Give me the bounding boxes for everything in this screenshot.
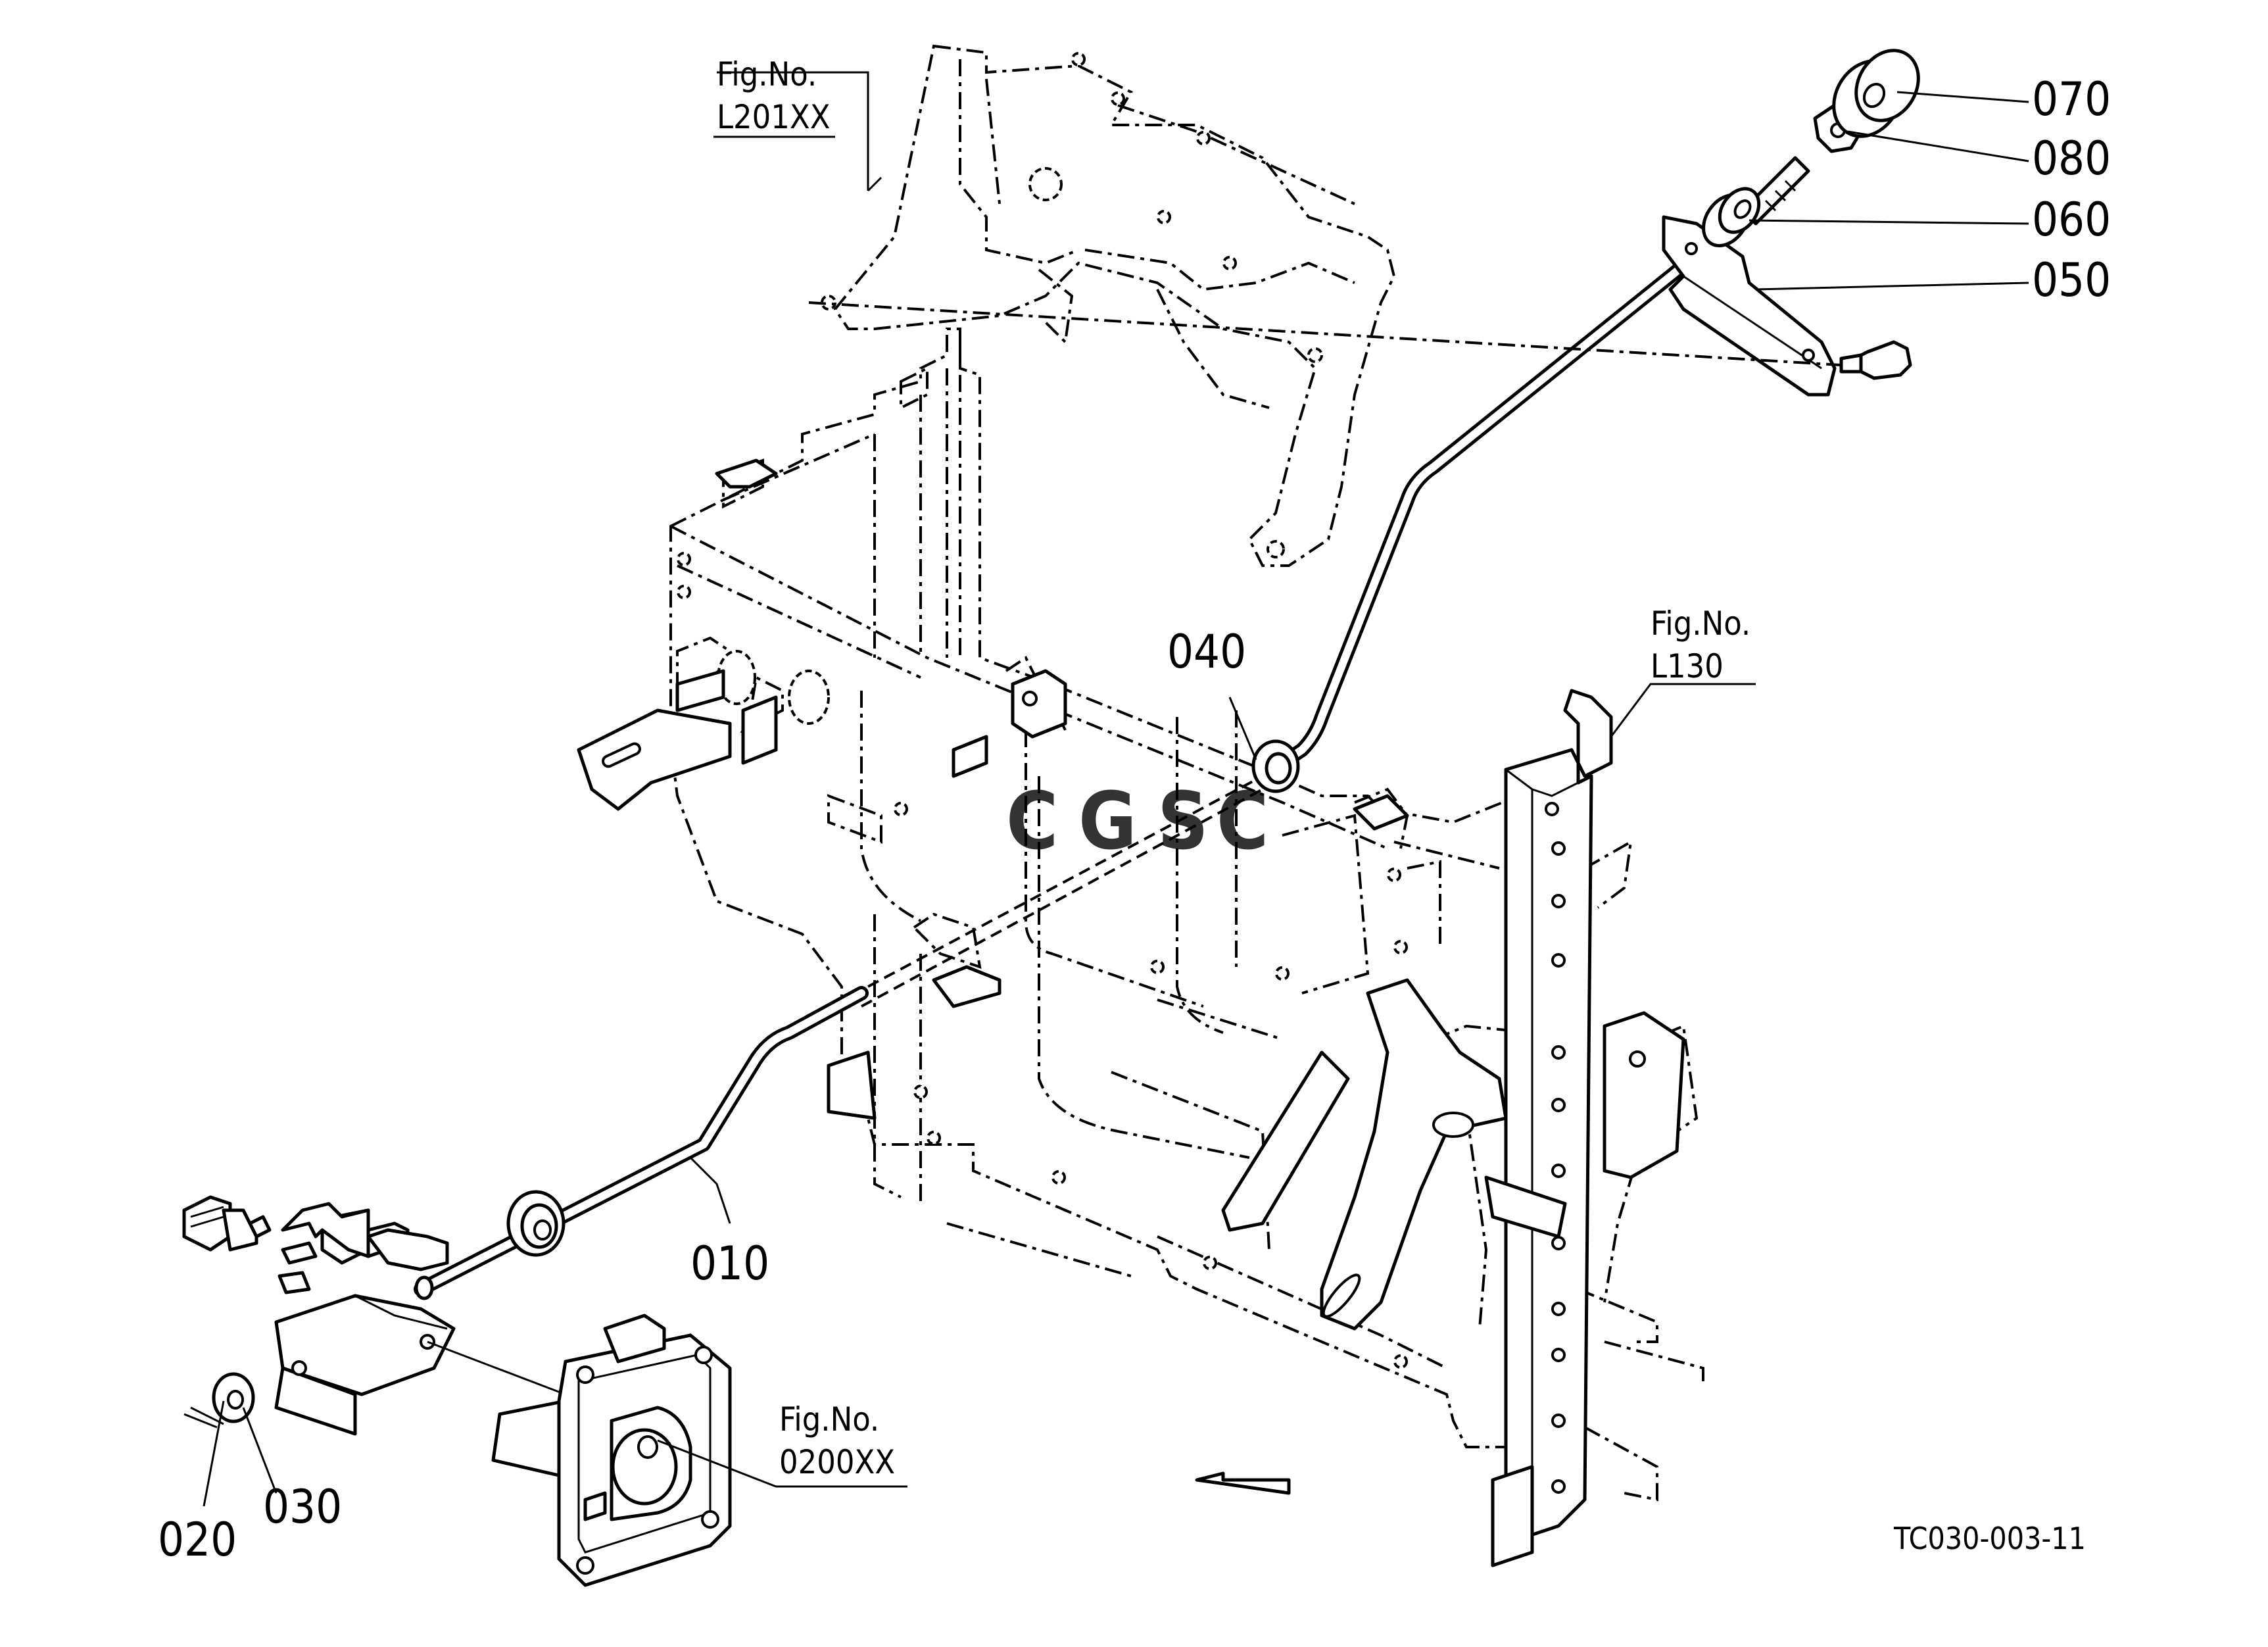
lower-left-assembly <box>182 1195 1291 1495</box>
fig-ref-l201xx: Fig.No. L201XX <box>713 55 835 138</box>
watermark-letter-g: G <box>1078 776 1137 868</box>
callout-050: 050 <box>2032 253 2111 307</box>
part-callouts: 070 080 060 050 040 010 020 030 <box>158 72 2111 1567</box>
fig-ref-l130: Fig.No. L130 <box>1651 604 1750 685</box>
callout-020: 020 <box>158 1513 237 1567</box>
rod-040 <box>1251 243 1710 793</box>
bracket-050 <box>1662 215 1837 397</box>
grommet-on-rod-010 <box>506 1190 566 1257</box>
fig-ref-number: L130 <box>1651 647 1724 685</box>
fig-ref-number: L201XX <box>717 98 831 136</box>
callout-040: 040 <box>1167 625 1246 679</box>
rod-010 <box>414 775 1263 1300</box>
knob-070 <box>1832 49 1920 138</box>
drawing-code: TC030-003-11 <box>1893 1521 2086 1556</box>
watermark-letter-c1: C <box>1006 776 1058 868</box>
fig-ref-label: Fig.No. <box>717 55 817 93</box>
fig-ref-number: 0200XX <box>779 1443 895 1481</box>
watermark-cgsc: C G S C <box>1006 776 1268 868</box>
callout-070: 070 <box>2032 72 2111 126</box>
watermark-letter-c2: C <box>1217 776 1268 868</box>
watermark-letter-s: S <box>1157 776 1209 868</box>
figure-references: Fig.No. L201XX Fig.No. L130 Fig.No. 0200… <box>713 55 1750 1481</box>
fig-ref-label: Fig.No. <box>779 1400 879 1438</box>
angle-brace <box>1221 978 1508 1331</box>
callout-060: 060 <box>2032 193 2111 247</box>
callout-080: 080 <box>2032 132 2111 185</box>
right-side-plate <box>1484 689 1685 1567</box>
leader-lines <box>203 71 2029 1507</box>
bolt-near-050 <box>1839 340 1912 380</box>
pump-flange <box>491 1314 732 1587</box>
main-frame-phantom <box>669 328 1704 1502</box>
upper-bracket-phantom <box>821 44 1396 567</box>
callout-030: 030 <box>263 1480 342 1534</box>
bolt-060 <box>1702 156 1810 247</box>
callout-010: 010 <box>690 1237 769 1291</box>
fig-ref-0200xx: Fig.No. 0200XX <box>779 1400 895 1481</box>
fig-ref-label: Fig.No. <box>1651 604 1750 643</box>
frame-solid-tabs <box>577 458 1409 1120</box>
center-line-050 <box>808 301 1842 366</box>
